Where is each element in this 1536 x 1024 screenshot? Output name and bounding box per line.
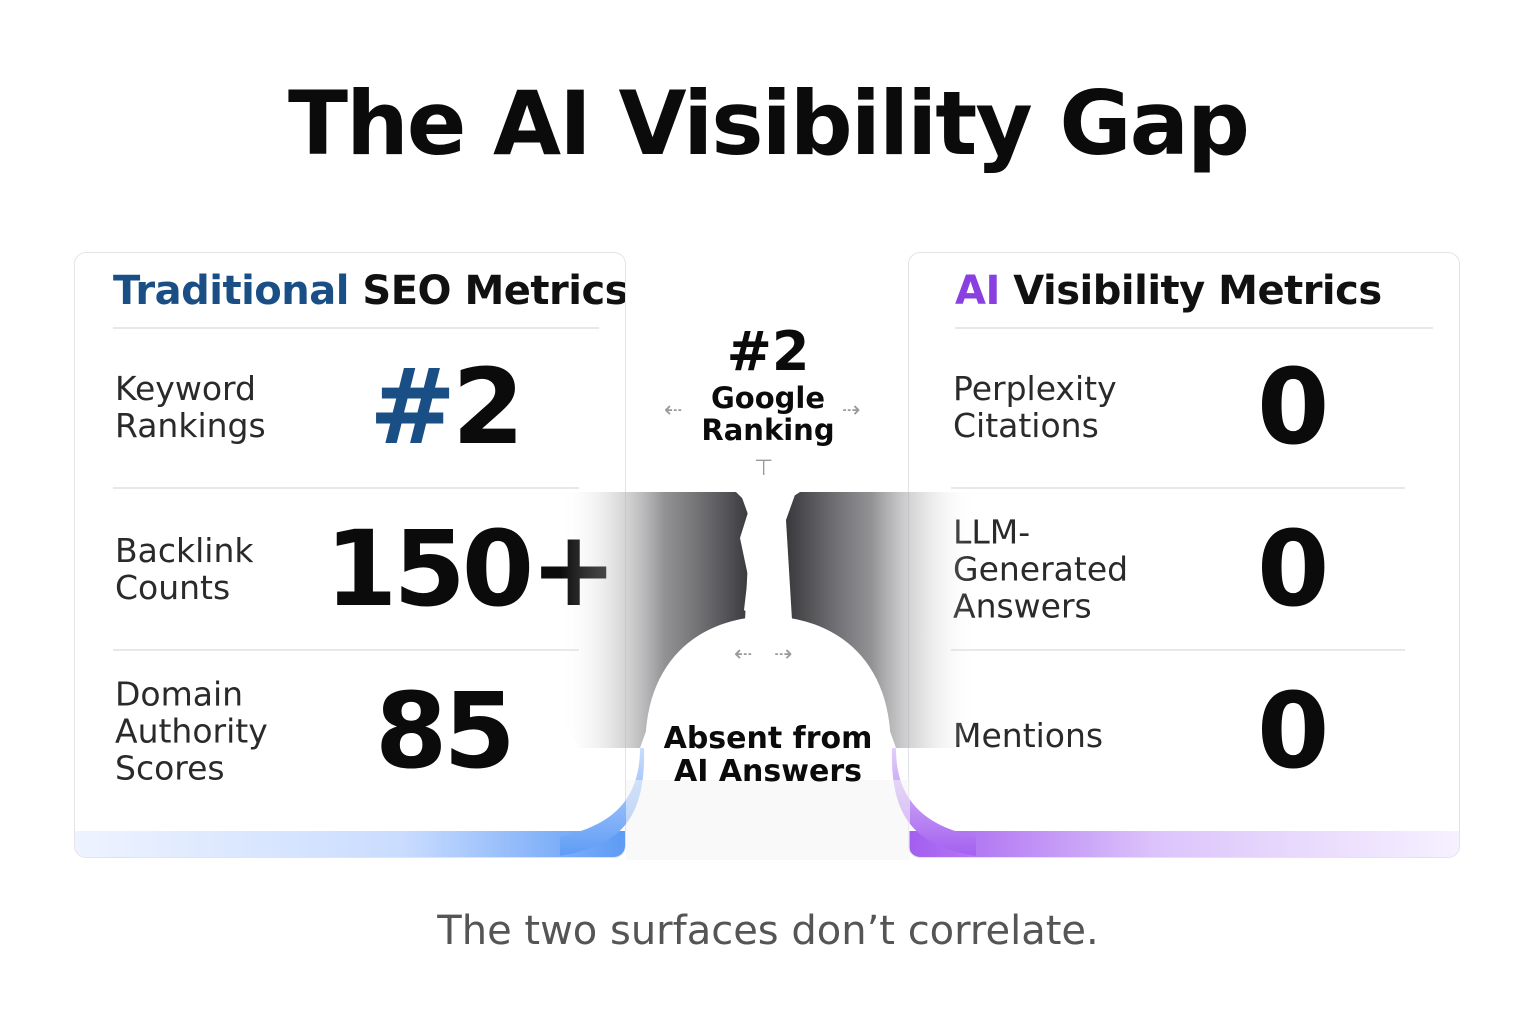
metric-value: #2 <box>369 352 525 462</box>
heading-accent: Traditional <box>113 268 349 314</box>
label-line: Mentions <box>953 716 1104 755</box>
arrow-right-icon: ⇢ <box>774 642 793 667</box>
arrow-right-icon: ⇢ <box>842 398 861 423</box>
google-rank-label-line: Ranking <box>701 413 835 447</box>
caption: The two surfaces don’t correlate. <box>437 908 1099 954</box>
page-title: The AI Visibility Gap <box>288 72 1250 175</box>
metric-row-llm-answers: LLM-Generated Answers 0 <box>951 489 1405 651</box>
metric-label: Perplexity Citations <box>953 370 1203 444</box>
metric-row-keyword-rankings: Keyword Rankings #2 <box>113 327 579 489</box>
traditional-seo-heading: Traditional SEO Metrics <box>113 267 625 329</box>
hash-prefix: # <box>369 346 456 468</box>
ai-visibility-card: AI Visibility Metrics Perplexity Citatio… <box>908 252 1460 858</box>
metric-value: 0 <box>1257 346 1329 468</box>
metric-row-backlink-counts: Backlink Counts 150+ <box>113 489 617 651</box>
value-number: 2 <box>452 346 524 468</box>
google-ranking-callout: #2 Google Ranking <box>668 320 868 447</box>
heading-accent: AI <box>955 268 1000 314</box>
metric-row-perplexity-citations: Perplexity Citations 0 <box>951 327 1405 489</box>
visibility-gap-chasm <box>560 492 976 860</box>
google-rank-value: #2 <box>726 320 810 383</box>
metric-value: 0 <box>1257 670 1329 792</box>
absent-line: Absent from <box>663 721 873 756</box>
metric-label: Mentions <box>953 717 1203 754</box>
metric-value: 0 <box>1257 508 1329 630</box>
label-line: LLM-Generated <box>953 512 1129 589</box>
absent-line: AI Answers <box>674 754 862 789</box>
arrow-down-icon: ⊤ <box>754 456 774 481</box>
metric-value: 85 <box>375 670 516 792</box>
label-line: Domain <box>115 674 244 714</box>
label-line: Citations <box>953 406 1099 445</box>
metric-label: LLM-Generated Answers <box>953 514 1203 625</box>
ai-visibility-heading: AI Visibility Metrics <box>955 267 1433 329</box>
label-line: Counts <box>115 568 231 607</box>
metric-label: Backlink Counts <box>115 532 365 606</box>
label-line: Backlink <box>115 531 254 570</box>
label-line: Answers <box>953 586 1092 626</box>
heading-rest: SEO Metrics <box>362 268 626 314</box>
label-line: Rankings <box>115 406 266 445</box>
label-line: Keyword <box>115 369 256 408</box>
traditional-seo-card: Traditional SEO Metrics Keyword Rankings… <box>74 252 626 858</box>
blue-surface-band <box>75 831 625 857</box>
absent-from-ai-callout: Absent from AI Answers <box>648 722 888 788</box>
metric-row-domain-authority: Domain Authority Scores 85 <box>113 651 579 811</box>
metric-label: Keyword Rankings <box>115 370 365 444</box>
heading-rest: Visibility Metrics <box>1013 268 1382 314</box>
google-rank-label-line: Google <box>710 381 826 415</box>
purple-surface-band <box>909 831 1459 857</box>
metric-row-mentions: Mentions 0 <box>951 651 1405 811</box>
label-line: Perplexity <box>953 369 1117 408</box>
metric-label: Domain Authority Scores <box>115 676 365 787</box>
label-line: Authority <box>115 711 268 751</box>
arrow-left-icon: ⇠ <box>734 642 753 667</box>
arrow-left-icon: ⇠ <box>664 398 683 423</box>
label-line: Scores <box>115 748 225 788</box>
